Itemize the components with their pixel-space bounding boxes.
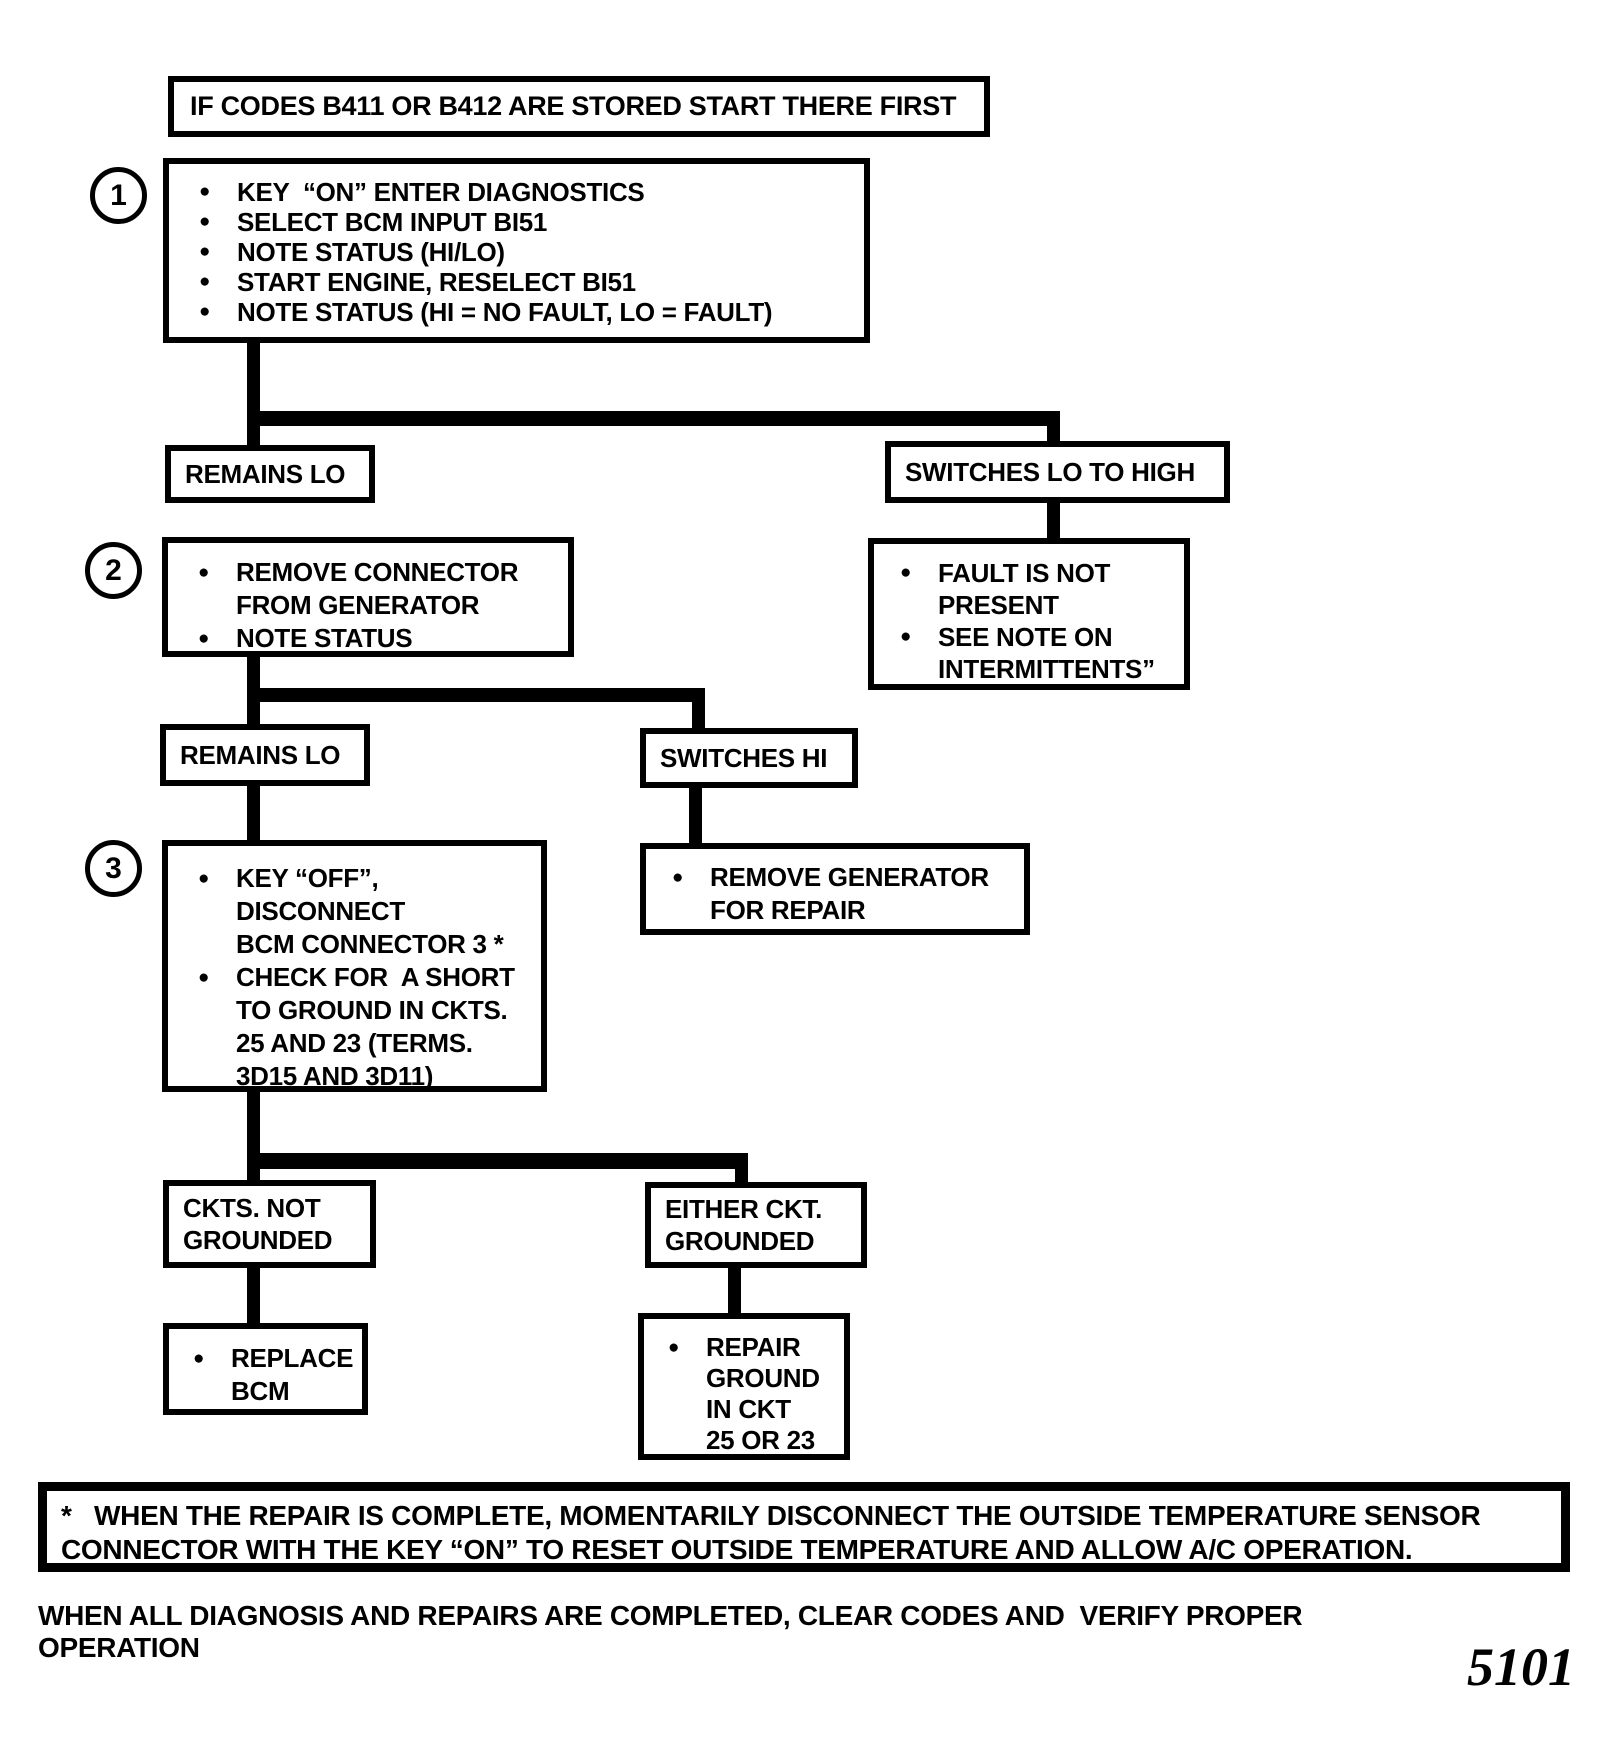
step-number-label: 3 [105,851,122,885]
connector-line [728,1268,741,1313]
bullet-item: ● START ENGINE, RESELECT BI51 [199,267,858,297]
connector-line [1047,424,1060,441]
branch-either-ckt-grounded: EITHER CKT. GROUNDED [645,1182,867,1268]
bullet-icon: ● [672,867,684,888]
bullet-text: START ENGINE, RESELECT BI51 [237,267,636,297]
connector-line [247,343,260,445]
connector-line [735,1167,748,1182]
step1-box: ● KEY “ON” ENTER DIAGNOSTICS ● SELECT BC… [163,158,870,343]
title-text: IF CODES B411 OR B412 ARE STORED START T… [190,91,957,121]
connector-line [689,788,702,843]
bullet-item: ● NOTE STATUS [198,622,564,655]
bullet-icon: ● [199,211,211,232]
branch-label: SWITCHES LO TO HIGH [905,457,1195,487]
bullet-text: KEY “OFF”, DISCONNECT BCM CONNECTOR 3 * [236,863,504,959]
bullet-text: REPLACE BCM [231,1343,354,1406]
bullet-icon: ● [198,562,210,583]
footnote-box: * WHEN THE REPAIR IS COMPLETE, MOMENTARI… [38,1482,1570,1572]
bullet-item: ● NOTE STATUS (HI = NO FAULT, LO = FAULT… [199,297,858,327]
step2-box: ● REMOVE CONNECTOR FROM GENERATOR ● NOTE… [162,537,574,657]
bullet-text: REMOVE CONNECTOR FROM GENERATOR [236,557,519,620]
bullet-item: ● NOTE STATUS (HI/LO) [199,237,858,267]
step-number-label: 1 [110,178,127,212]
bullet-text: REMOVE GENERATOR FOR REPAIR [710,862,989,925]
connector-line [247,688,705,702]
title-box: IF CODES B411 OR B412 ARE STORED START T… [168,76,990,137]
branch-label: CKTS. NOT GROUNDED [183,1193,333,1255]
bullet-icon: ● [193,1348,205,1369]
bullet-icon: ● [199,301,211,322]
bullet-text: SELECT BCM INPUT BI51 [237,207,548,237]
bullet-item: ● REMOVE CONNECTOR FROM GENERATOR [198,556,564,622]
bullet-item: ● SELECT BCM INPUT BI51 [199,207,858,237]
bullet-text: KEY “ON” ENTER DIAGNOSTICS [237,177,645,207]
connector-line [247,1153,748,1169]
footer-instruction: WHEN ALL DIAGNOSIS AND REPAIRS ARE COMPL… [38,1600,1458,1664]
bullet-icon: ● [900,562,912,583]
repair-ground-box: ● REPAIR GROUND IN CKT 25 OR 23 [638,1313,850,1460]
branch-label: EITHER CKT. GROUNDED [665,1194,823,1256]
branch-label: REMAINS LO [180,740,341,770]
replace-bcm-box: ● REPLACE BCM [163,1323,368,1415]
bullet-item: ● KEY “OFF”, DISCONNECT BCM CONNECTOR 3 … [198,862,537,961]
page-number: 5101 [1467,1637,1575,1697]
footnote-line-1: * WHEN THE REPAIR IS COMPLETE, MOMENTARI… [61,1500,1481,1531]
connector-line [247,411,1060,426]
branch-remains-lo-2: REMAINS LO [160,724,370,786]
bullet-item: ● SEE NOTE ON INTERMITTENTS” [900,621,1180,685]
bullet-text: REPAIR GROUND IN CKT 25 OR 23 [706,1332,820,1455]
footnote-line-2: CONNECTOR WITH THE KEY “ON” TO RESET OUT… [61,1534,1413,1565]
bullet-icon: ● [198,967,210,988]
bullet-icon: ● [668,1337,680,1358]
bullet-item: ● KEY “ON” ENTER DIAGNOSTICS [199,177,858,207]
connector-line [247,1268,260,1323]
step-number-2: 2 [85,542,142,599]
bullet-icon: ● [198,868,210,889]
branch-label: REMAINS LO [185,459,346,489]
bullet-item: ● FAULT IS NOT PRESENT [900,557,1180,621]
footer-text: WHEN ALL DIAGNOSIS AND REPAIRS ARE COMPL… [38,1600,1310,1663]
bullet-text: NOTE STATUS (HI/LO) [237,237,505,267]
branch-ckts-not-grounded: CKTS. NOT GROUNDED [163,1180,376,1268]
step-number-1: 1 [90,167,147,224]
bullet-item: ● REMOVE GENERATOR FOR REPAIR [672,861,1020,927]
bullet-icon: ● [900,626,912,647]
bullet-icon: ● [199,241,211,262]
bullet-item: ● CHECK FOR A SHORT TO GROUND IN CKTS. 2… [198,961,537,1093]
bullet-text: SEE NOTE ON INTERMITTENTS” [938,622,1155,684]
fault-not-present-box: ● FAULT IS NOT PRESENT ● SEE NOTE ON INT… [868,538,1190,690]
branch-remains-lo-1: REMAINS LO [165,445,375,503]
bullet-text: CHECK FOR A SHORT TO GROUND IN CKTS. 25 … [236,962,515,1091]
branch-switches-hi: SWITCHES HI [640,728,858,788]
connector-line [1047,503,1060,538]
branch-switches-lo-to-high: SWITCHES LO TO HIGH [885,441,1230,503]
connector-line [247,786,260,840]
remove-generator-box: ● REMOVE GENERATOR FOR REPAIR [640,843,1030,935]
bullet-icon: ● [199,271,211,292]
connector-line [692,700,705,728]
step3-box: ● KEY “OFF”, DISCONNECT BCM CONNECTOR 3 … [162,840,547,1092]
bullet-icon: ● [199,181,211,202]
bullet-icon: ● [198,628,210,649]
bullet-text: NOTE STATUS (HI = NO FAULT, LO = FAULT) [237,297,773,327]
bullet-text: NOTE STATUS [236,623,413,653]
step-number-label: 2 [105,553,122,587]
step-number-3: 3 [85,840,142,897]
bullet-item: ● REPLACE BCM [193,1342,358,1408]
branch-label: SWITCHES HI [660,743,828,773]
bullet-text: FAULT IS NOT PRESENT [938,558,1111,620]
bullet-item: ● REPAIR GROUND IN CKT 25 OR 23 [668,1332,840,1456]
